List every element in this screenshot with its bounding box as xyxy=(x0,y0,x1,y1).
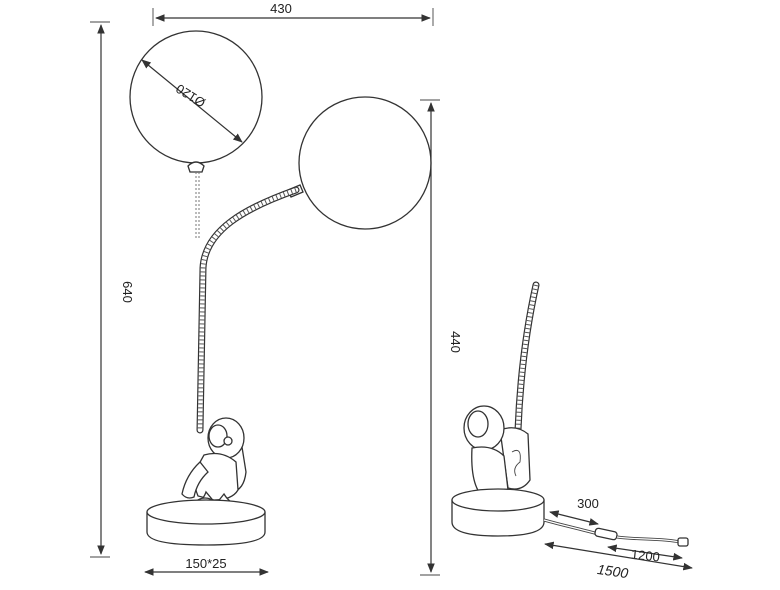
base-disc xyxy=(146,499,266,546)
base-dimension: 150*25 xyxy=(144,556,269,576)
cable-plug xyxy=(677,537,689,547)
cable-switch-label: 300 xyxy=(577,496,599,511)
height-label: 640 xyxy=(120,281,135,303)
side-gooseneck-arm xyxy=(514,281,540,434)
width-label: 430 xyxy=(270,1,292,16)
side-base-disc xyxy=(451,488,545,537)
power-cable xyxy=(543,518,689,547)
cable-total-label: 1500 xyxy=(596,561,629,581)
base-size-label: 150*25 xyxy=(185,556,226,571)
gooseneck-arm xyxy=(196,186,300,434)
front-view: 430 640 Ø120 xyxy=(90,1,434,576)
cable-switch xyxy=(594,527,618,541)
side-view: 440 xyxy=(420,99,693,581)
cable-switch-dimension: 300 xyxy=(549,496,599,526)
side-height-dimension: 440 xyxy=(420,99,463,576)
height-dimension: 640 xyxy=(90,21,135,558)
astronaut-figure xyxy=(181,417,247,527)
cable-total-dimension: 1500 xyxy=(544,541,693,581)
shade-circle-right xyxy=(287,96,432,230)
shade-circle-left: Ø120 xyxy=(129,30,263,240)
side-height-label: 440 xyxy=(448,331,463,353)
width-dimension: 430 xyxy=(152,1,434,26)
